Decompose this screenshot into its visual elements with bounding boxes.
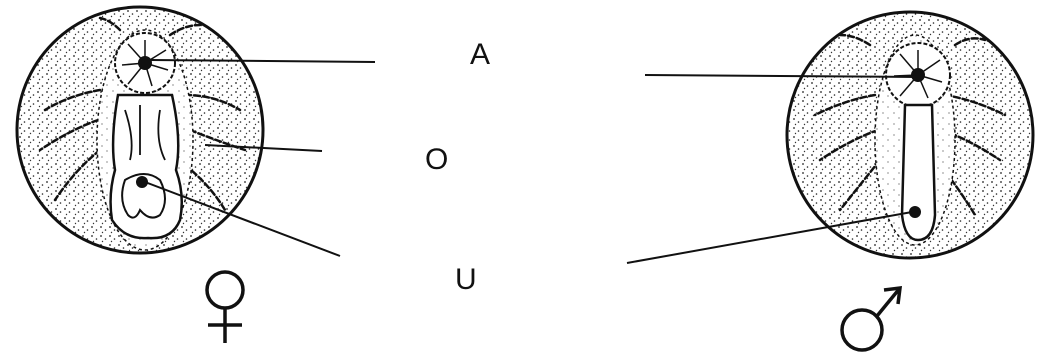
male-egg-cell [787, 12, 1033, 258]
male-symbol-icon [842, 288, 900, 350]
female-aster-center [138, 56, 152, 70]
label-o: O [425, 145, 448, 175]
female-egg-cell [17, 7, 263, 253]
label-u: U [455, 265, 477, 295]
male-tail-body [902, 105, 935, 240]
male-aster-center [911, 68, 925, 82]
female-symbol-icon [207, 272, 243, 343]
label-a: A [470, 40, 490, 70]
